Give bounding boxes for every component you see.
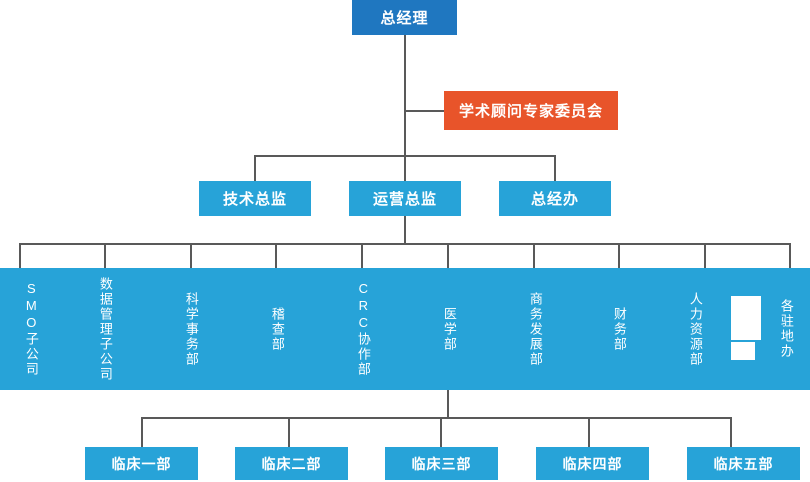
connector-drop-department-6 [533, 243, 535, 268]
connector-advisory [404, 110, 444, 112]
connector-drop-department-0 [19, 243, 21, 268]
connector-drop-department-5 [447, 243, 449, 268]
node-smo-subsidiary[interactable]: SMO子公司 [0, 268, 62, 390]
connector-drop-clinical-0 [141, 417, 143, 447]
node-clinical-dept-3[interactable]: 临床三部 [385, 447, 498, 480]
node-academic-advisory-committee-label: 学术顾问专家委员会 [458, 103, 603, 120]
node-medical-dept[interactable]: 医学部 [406, 268, 492, 390]
connector-drop-department-2 [190, 243, 192, 268]
connector-drop-department-1 [104, 243, 106, 268]
connector-drop-director-0 [254, 155, 256, 181]
connector-stem-operations-to-departments [404, 216, 406, 243]
connector-drop-department-9 [789, 243, 791, 268]
node-operations-director-label: 运营总监 [372, 191, 437, 208]
connector-drop-department-8 [704, 243, 706, 268]
connector-bus-clinical [141, 417, 732, 419]
node-regional-offices[interactable]: 各驻地办 [762, 268, 810, 390]
department-band: SMO子公司 数据管理子公司 科学事务部 稽查部 CRC协作部 医学部 商务发展… [0, 268, 810, 390]
node-academic-advisory-committee[interactable]: 学术顾问专家委员会 [444, 91, 618, 130]
node-finance-dept-label: 财务部 [611, 306, 627, 352]
connector-drop-department-7 [618, 243, 620, 268]
connector-drop-clinical-2 [440, 417, 442, 447]
node-clinical-dept-5-label: 临床五部 [713, 455, 774, 472]
node-data-management-subsidiary-label: 数据管理子公司 [97, 276, 113, 382]
node-clinical-dept-2[interactable]: 临床二部 [235, 447, 348, 480]
node-scientific-affairs-dept[interactable]: 科学事务部 [148, 268, 234, 390]
node-medical-dept-label: 医学部 [441, 306, 457, 352]
connector-drop-clinical-1 [288, 417, 290, 447]
node-crc-collaboration-dept-label: CRC协作部 [355, 281, 371, 377]
node-clinical-dept-5[interactable]: 临床五部 [687, 447, 800, 480]
node-general-managers-office[interactable]: 总经办 [499, 181, 611, 216]
node-general-manager[interactable]: 总经理 [352, 0, 457, 35]
node-audit-dept-label: 稽查部 [269, 306, 285, 352]
blank-placeholder-large [731, 296, 761, 340]
node-general-managers-office-label: 总经办 [530, 191, 579, 208]
connector-bus-departments [19, 243, 791, 245]
node-audit-dept[interactable]: 稽查部 [234, 268, 320, 390]
node-clinical-dept-4-label: 临床四部 [562, 455, 623, 472]
node-business-development-dept[interactable]: 商务发展部 [492, 268, 578, 390]
node-human-resources-dept[interactable]: 人力资源部 [660, 268, 730, 390]
connector-drop-department-4 [361, 243, 363, 268]
node-clinical-dept-2-label: 临床二部 [261, 455, 322, 472]
connector-trunk-main [404, 35, 406, 156]
node-human-resources-dept-label: 人力资源部 [687, 291, 703, 367]
connector-drop-clinical-3 [588, 417, 590, 447]
node-business-development-dept-label: 商务发展部 [527, 291, 543, 367]
connector-drop-department-3 [275, 243, 277, 268]
connector-drop-director-2 [554, 155, 556, 181]
node-general-manager-label: 总经理 [380, 10, 429, 27]
node-clinical-dept-4[interactable]: 临床四部 [536, 447, 649, 480]
node-scientific-affairs-dept-label: 科学事务部 [183, 291, 199, 367]
node-operations-director[interactable]: 运营总监 [349, 181, 461, 216]
node-technical-director-label: 技术总监 [222, 191, 287, 208]
node-crc-collaboration-dept[interactable]: CRC协作部 [320, 268, 406, 390]
connector-drop-clinical-4 [730, 417, 732, 447]
node-technical-director[interactable]: 技术总监 [199, 181, 311, 216]
node-clinical-dept-1[interactable]: 临床一部 [85, 447, 198, 480]
node-data-management-subsidiary[interactable]: 数据管理子公司 [62, 268, 148, 390]
node-clinical-dept-1-label: 临床一部 [111, 455, 172, 472]
blank-placeholder-small [731, 342, 755, 360]
node-smo-subsidiary-label: SMO子公司 [23, 281, 39, 377]
node-clinical-dept-3-label: 临床三部 [411, 455, 472, 472]
connector-drop-director-1 [404, 155, 406, 181]
node-finance-dept[interactable]: 财务部 [578, 268, 660, 390]
connector-stem-medical-to-clinical [447, 390, 449, 417]
node-regional-offices-label: 各驻地办 [778, 299, 794, 359]
